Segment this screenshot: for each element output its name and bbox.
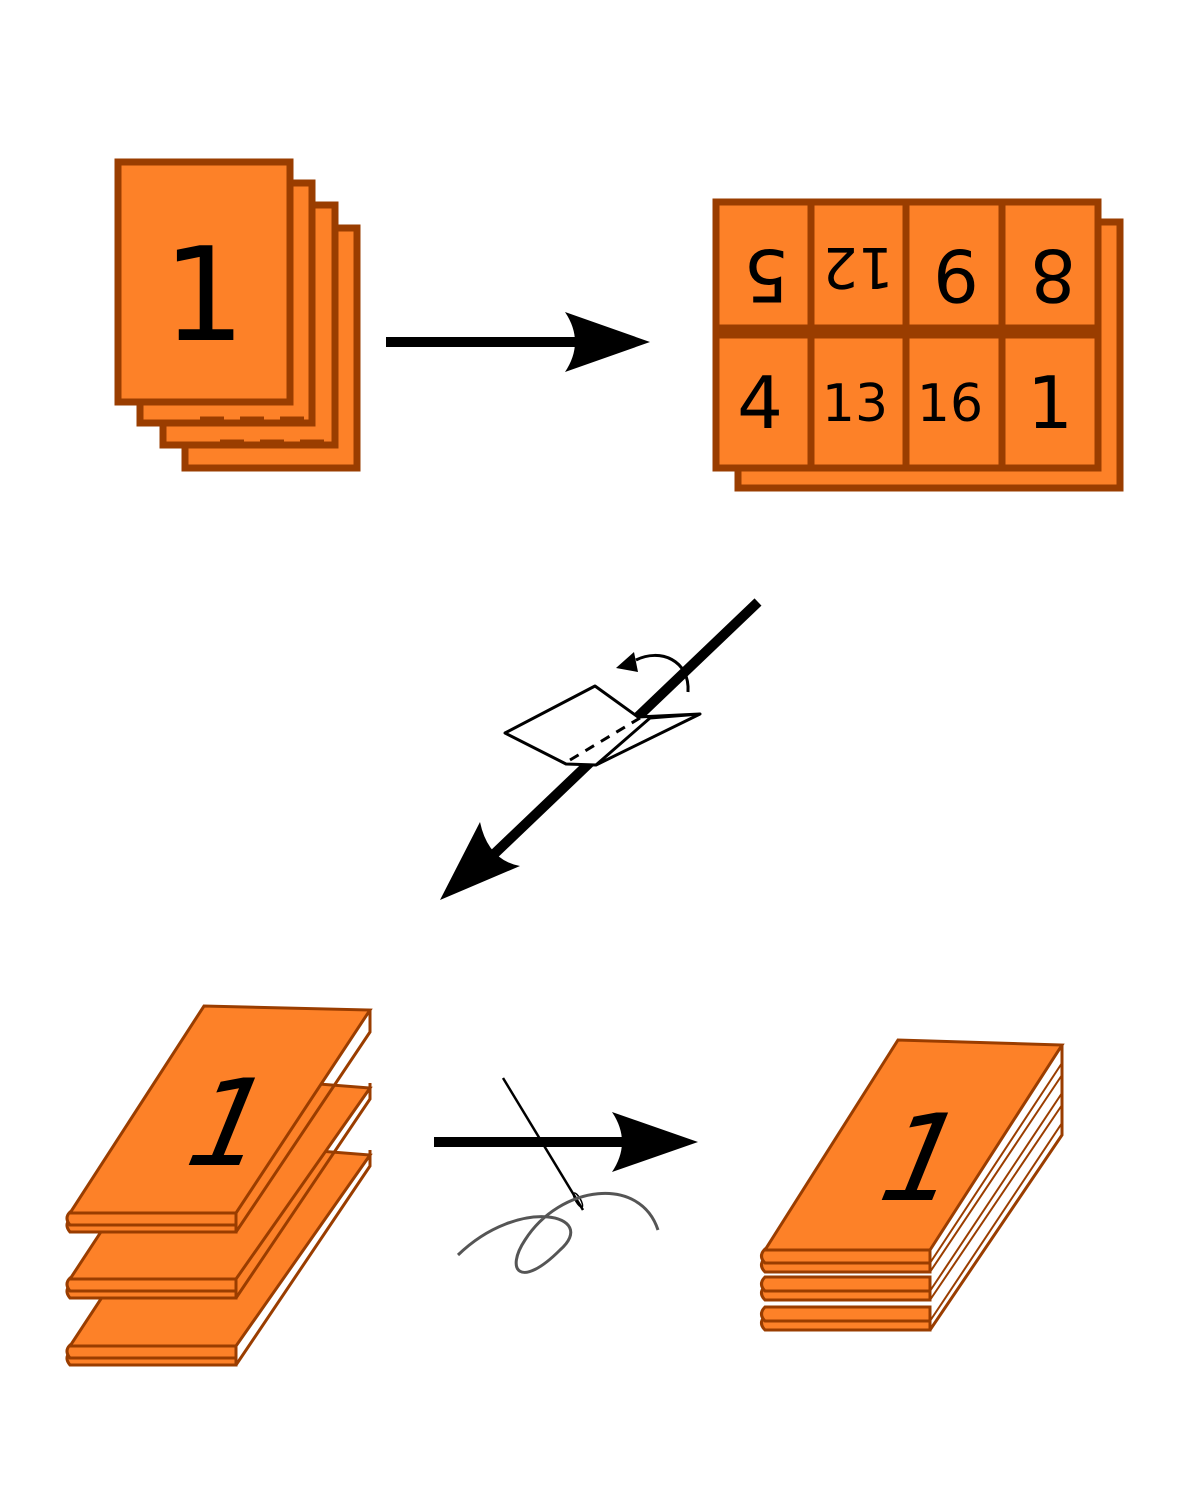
- sheet-page-9: 9: [933, 233, 979, 317]
- signature-stack: 1: [65, 1004, 373, 1367]
- right-arrow-icon: [386, 312, 650, 372]
- sheet-page-13: 13: [822, 374, 888, 434]
- sheet-page-5: 5: [743, 233, 789, 317]
- page-stack: 1: [114, 158, 361, 472]
- sheet-page-8: 8: [1030, 233, 1076, 317]
- sheet-page-12: 12: [822, 234, 893, 299]
- bound-book-block: 1: [760, 1038, 1065, 1332]
- front-page-number: 1: [163, 219, 246, 371]
- folding-sheet-icon: [503, 652, 702, 767]
- sheet-page-1: 1: [1027, 361, 1073, 445]
- sheet-grid: [712, 198, 1102, 472]
- imposed-sheet: 5 12 9 8 4 13 16 1: [712, 198, 1124, 492]
- right-arrow-icon-sew: [434, 1112, 698, 1172]
- book-block-edges: [929, 1062, 1063, 1322]
- sheet-page-16: 16: [917, 374, 983, 434]
- stack-page-front: [114, 158, 294, 406]
- needle-thread-icon: [456, 1077, 660, 1274]
- signature-1: 1: [65, 1004, 373, 1234]
- stack-edge-dashes: [200, 245, 339, 447]
- sheet-page-4: 4: [737, 361, 783, 445]
